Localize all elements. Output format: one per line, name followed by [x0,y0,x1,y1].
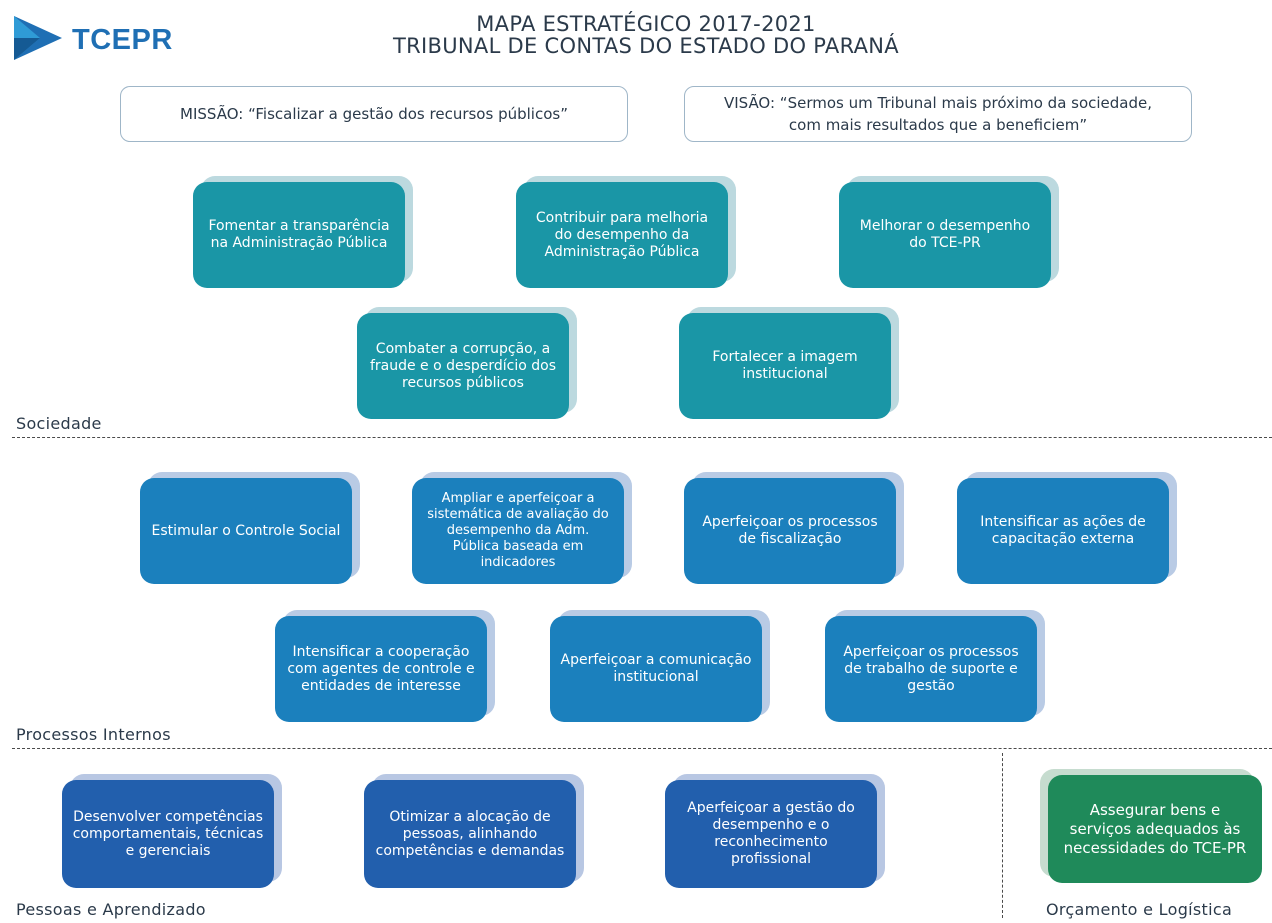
objective-card[interactable]: Fortalecer a imagem institucional [679,307,899,419]
objective-text: Intensificar as ações de capacitação ext… [957,478,1169,584]
objective-text: Ampliar e aperfeiçoar a sistemática de a… [412,478,624,584]
objective-card[interactable]: Aperfeiçoar os processos de trabalho de … [825,610,1045,722]
objective-text: Desenvolver competências comportamentais… [62,780,274,888]
objective-text: Combater a corrupção, a fraude e o despe… [357,313,569,419]
objective-text: Fortalecer a imagem institucional [679,313,891,419]
objective-card[interactable]: Fomentar a transparência na Administraçã… [193,176,413,288]
objective-card[interactable]: Ampliar e aperfeiçoar a sistemática de a… [412,472,632,584]
objective-text: Aperfeiçoar a comunicação institucional [550,616,762,722]
tcepr-logo: TCEPR [10,12,190,64]
mission-statement: MISSÃO: “Fiscalizar a gestão dos recurso… [120,86,628,142]
objective-card[interactable]: Desenvolver competências comportamentais… [62,774,282,888]
objective-card[interactable]: Otimizar a alocação de pessoas, alinhand… [364,774,584,888]
objective-text: Estimular o Controle Social [140,478,352,584]
objective-text: Contribuir para melhoria do desempenho d… [516,182,728,288]
section-divider [12,748,1272,749]
map-subtitle: TRIBUNAL DE CONTAS DO ESTADO DO PARANÁ [393,34,899,58]
objective-card[interactable]: Assegurar bens e serviços adequados às n… [1040,769,1262,883]
section-divider [12,437,1272,438]
section-label-orcamento: Orçamento e Logística [1046,900,1233,919]
section-label-processos: Processos Internos [16,725,171,744]
objective-text: Assegurar bens e serviços adequados às n… [1048,775,1262,883]
objective-card[interactable]: Intensificar as ações de capacitação ext… [957,472,1177,584]
objective-card[interactable]: Estimular o Controle Social [140,472,360,584]
objective-card[interactable]: Aperfeiçoar a gestão do desempenho e o r… [665,774,885,888]
objective-text: Melhorar o desempenho do TCE-PR [839,182,1051,288]
section-label-pessoas: Pessoas e Aprendizado [16,900,206,919]
objective-card[interactable]: Aperfeiçoar a comunicação institucional [550,610,770,722]
objective-card[interactable]: Contribuir para melhoria do desempenho d… [516,176,736,288]
section-divider-vertical [1002,753,1003,918]
objective-card[interactable]: Aperfeiçoar os processos de fiscalização [684,472,904,584]
objective-text: Otimizar a alocação de pessoas, alinhand… [364,780,576,888]
objective-card[interactable]: Melhorar o desempenho do TCE-PR [839,176,1059,288]
objective-text: Intensificar a cooperação com agentes de… [275,616,487,722]
vision-statement: VISÃO: “Sermos um Tribunal mais próximo … [684,86,1192,142]
objective-text: Aperfeiçoar os processos de trabalho de … [825,616,1037,722]
map-title: MAPA ESTRATÉGICO 2017-2021 [476,12,816,36]
objective-card[interactable]: Combater a corrupção, a fraude e o despe… [357,307,577,419]
objective-text: Aperfeiçoar os processos de fiscalização [684,478,896,584]
objective-text: Aperfeiçoar a gestão do desempenho e o r… [665,780,877,888]
objective-text: Fomentar a transparência na Administraçã… [193,182,405,288]
logo-text: TCEPR [72,24,173,56]
objective-card[interactable]: Intensificar a cooperação com agentes de… [275,610,495,722]
section-label-sociedade: Sociedade [16,414,102,433]
logo-mark-icon [14,16,62,60]
